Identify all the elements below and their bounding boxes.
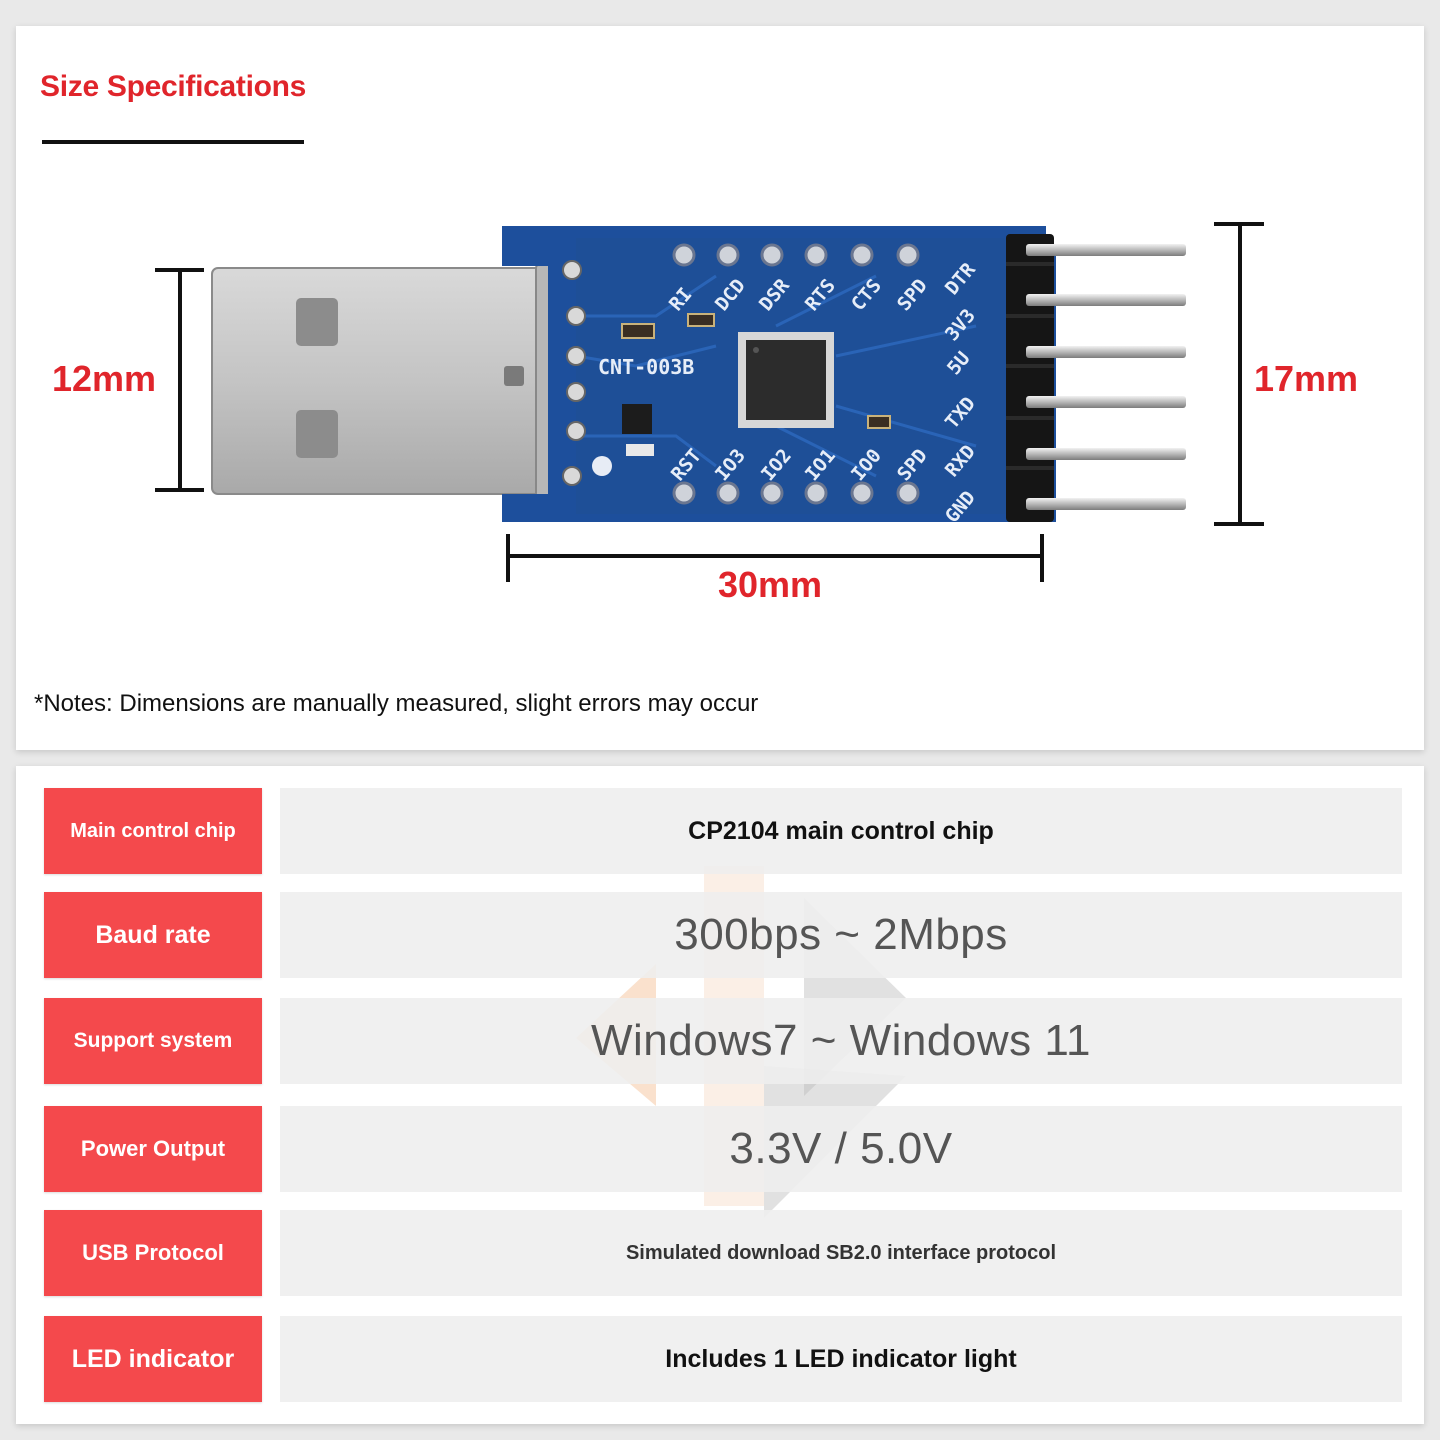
usb-height-bracket	[155, 268, 204, 492]
usb-height-label: 12mm	[52, 358, 157, 399]
device-illustration: CNT-003B RI DCD DSR RTS CTS SPD DTR 3V3 …	[155, 222, 1264, 582]
spec-value: Includes 1 LED indicator light	[280, 1316, 1402, 1402]
spec-value: Simulated download SB2.0 interface proto…	[280, 1210, 1402, 1296]
spec-row-system: Support system Windows7 ~ Windows 11	[44, 998, 1402, 1086]
pcb-board	[502, 226, 1056, 522]
title-underline	[42, 140, 304, 144]
spec-table-panel: Main control chip CP2104 main control ch…	[16, 766, 1424, 1424]
board-length-bracket	[506, 534, 1044, 582]
spec-row-baud: Baud rate 300bps ~ 2Mbps	[44, 892, 1402, 980]
spec-label: LED indicator	[44, 1316, 262, 1402]
pin-header	[1006, 234, 1186, 522]
board-height-bracket	[1214, 222, 1264, 526]
section-title: Size Specifications	[40, 70, 307, 103]
spec-value: 300bps ~ 2Mbps	[280, 892, 1402, 978]
spec-label: Power Output	[44, 1106, 262, 1192]
board-length-label: 30mm	[718, 564, 823, 605]
spec-label: Support system	[44, 998, 262, 1084]
spec-row-led: LED indicator Includes 1 LED indicator l…	[44, 1316, 1402, 1404]
board-height-label: 17mm	[1254, 358, 1359, 399]
spec-row-power: Power Output 3.3V / 5.0V	[44, 1106, 1402, 1194]
spec-value: CP2104 main control chip	[280, 788, 1402, 874]
spec-label: USB Protocol	[44, 1210, 262, 1296]
size-spec-panel: Size Specifications	[16, 26, 1424, 750]
spec-value: Windows7 ~ Windows 11	[280, 998, 1402, 1084]
usb-plug	[211, 263, 567, 499]
spec-label: Baud rate	[44, 892, 262, 978]
board-model-label: CNT-003B	[598, 355, 694, 379]
measurement-notes: *Notes: Dimensions are manually measured…	[34, 690, 759, 717]
main-chip	[738, 332, 834, 428]
spec-row-usb: USB Protocol Simulated download SB2.0 in…	[44, 1210, 1402, 1298]
spec-label: Main control chip	[44, 788, 262, 874]
spec-value: 3.3V / 5.0V	[280, 1106, 1402, 1192]
spec-row-chip: Main control chip CP2104 main control ch…	[44, 788, 1402, 876]
